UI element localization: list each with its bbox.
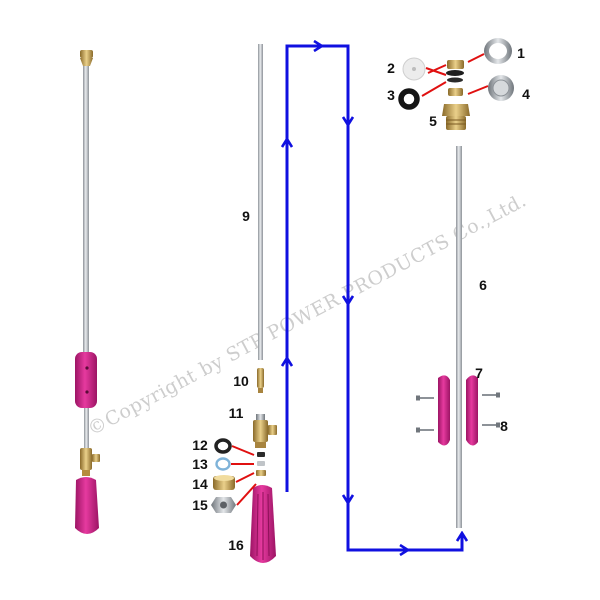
long-lance-exploded bbox=[416, 146, 500, 528]
part-number-15: 15 bbox=[192, 497, 208, 513]
assembled-top-fitting bbox=[80, 50, 93, 58]
o-ring-black bbox=[398, 88, 420, 110]
brass-nut bbox=[213, 475, 235, 490]
assembled-grip bbox=[75, 352, 97, 408]
part-number-1: 1 bbox=[517, 45, 525, 61]
short-lance-exploded bbox=[211, 44, 277, 563]
grip-screws bbox=[416, 392, 500, 433]
part-number-2: 2 bbox=[387, 60, 395, 76]
assembled-valve bbox=[80, 448, 92, 470]
part-number-6: 6 bbox=[479, 277, 487, 293]
nozzle-tip bbox=[257, 368, 264, 388]
callout-lines-top bbox=[421, 53, 489, 97]
o-ring-small bbox=[214, 438, 232, 454]
part-number-11: 11 bbox=[229, 405, 244, 421]
part-number-3: 3 bbox=[387, 87, 395, 103]
part-number-8: 8 bbox=[500, 418, 508, 434]
hex-nut bbox=[211, 497, 236, 513]
assembled-rear-handle bbox=[75, 477, 99, 534]
part-number-4: 4 bbox=[522, 86, 530, 102]
part-number-12: 12 bbox=[192, 437, 208, 453]
assembled-lance-tube bbox=[83, 66, 89, 352]
part-number-13: 13 bbox=[192, 456, 208, 472]
part-number-16: 16 bbox=[228, 537, 244, 553]
copyright-watermark: ©Copyright by STP POWER PRODUCTS Co.,Ltd… bbox=[84, 189, 530, 440]
short-lance-tube bbox=[258, 44, 263, 360]
part-number-labels: 1 2 3 4 5 6 7 8 9 10 11 12 13 14 15 16 bbox=[192, 45, 530, 553]
assembled-sprayer bbox=[75, 50, 100, 534]
small-o-ring-part bbox=[257, 452, 265, 457]
long-lance-tube bbox=[456, 146, 462, 528]
part-number-10: 10 bbox=[233, 373, 249, 389]
part-number-5: 5 bbox=[429, 113, 437, 129]
shut-off-valve bbox=[253, 420, 268, 442]
grip-half-left bbox=[438, 375, 450, 446]
inlet-fittings-exploded bbox=[398, 38, 514, 130]
assembly-flow-arrows bbox=[287, 46, 462, 550]
brass-connector bbox=[442, 104, 470, 130]
part-number-9: 9 bbox=[242, 208, 250, 224]
part-number-7: 7 bbox=[475, 365, 483, 381]
washer-ring bbox=[215, 457, 231, 471]
grip-half-right bbox=[466, 375, 478, 446]
part-number-14: 14 bbox=[192, 476, 208, 492]
callout-lines-bottom bbox=[231, 445, 257, 506]
